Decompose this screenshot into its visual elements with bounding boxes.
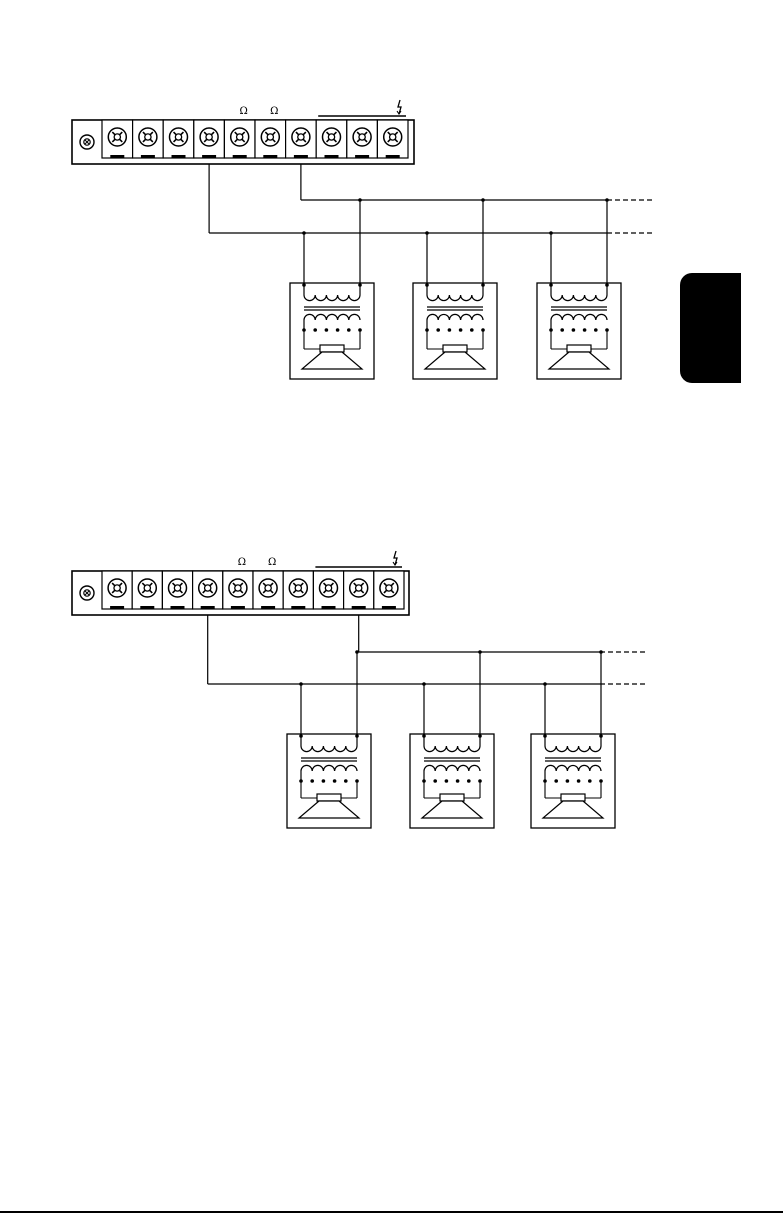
speaker-unit (287, 734, 371, 828)
terminal-foot (110, 155, 124, 158)
junction-dot (577, 779, 581, 783)
junction-dot (599, 734, 603, 738)
junction-dot (445, 779, 449, 783)
terminal-foot (291, 606, 305, 609)
junction-dot (344, 779, 348, 783)
junction-dot (425, 283, 429, 287)
junction-dot (322, 779, 326, 783)
terminal-foot (172, 155, 186, 158)
ohm-label: Ω (238, 557, 246, 568)
junction-dot (310, 779, 314, 783)
terminal-foot (233, 155, 247, 158)
junction-dot (566, 779, 570, 783)
terminal-foot (355, 155, 369, 158)
wiring (209, 164, 652, 285)
junction-dot (456, 779, 460, 783)
junction-dot (336, 328, 340, 332)
junction-dot (467, 779, 471, 783)
junction-dot (470, 328, 474, 332)
page-bottom-rule (0, 1211, 783, 1213)
terminal-foot (231, 606, 245, 609)
terminal-foot (352, 606, 366, 609)
junction-dot (355, 734, 359, 738)
terminal-foot (382, 606, 396, 609)
terminal-foot (201, 606, 215, 609)
junction-dot (422, 734, 426, 738)
terminal-foot (322, 606, 336, 609)
terminal-foot (386, 155, 400, 158)
junction-dot (347, 328, 351, 332)
speaker-unit (537, 283, 621, 379)
junction-dot (448, 328, 452, 332)
terminal-foot (171, 606, 185, 609)
junction-dot (554, 779, 558, 783)
junction-dot (433, 779, 437, 783)
terminal-foot (261, 606, 275, 609)
speaker-unit (531, 734, 615, 828)
ohm-label: Ω (240, 106, 248, 117)
junction-dot (299, 734, 303, 738)
junction-dot (313, 328, 317, 332)
terminal-foot (325, 155, 339, 158)
terminal-foot (294, 155, 308, 158)
junction-dot (594, 328, 598, 332)
section-tab-marker (680, 273, 741, 383)
junction-dot (333, 779, 337, 783)
junction-dot (459, 328, 463, 332)
terminal-foot (263, 155, 277, 158)
terminal-foot (110, 606, 124, 609)
ohm-label: Ω (268, 557, 276, 568)
junction-dot (325, 328, 329, 332)
speaker-unit (410, 734, 494, 828)
ohm-label: Ω (270, 106, 278, 117)
junction-dot (572, 328, 576, 332)
terminal-foot (141, 155, 155, 158)
junction-dot (478, 734, 482, 738)
wiring (208, 615, 645, 736)
junction-dot (588, 779, 592, 783)
junction-dot (583, 328, 587, 332)
junction-dot (436, 328, 440, 332)
speaker-unit (413, 283, 497, 379)
junction-dot (543, 734, 547, 738)
terminal-foot (202, 155, 216, 158)
junction-dot (302, 283, 306, 287)
terminal-foot (140, 606, 154, 609)
junction-dot (605, 283, 609, 287)
junction-dot (358, 283, 362, 287)
junction-dot (560, 328, 564, 332)
speaker-unit (290, 283, 374, 379)
junction-dot (549, 283, 553, 287)
junction-dot (481, 283, 485, 287)
